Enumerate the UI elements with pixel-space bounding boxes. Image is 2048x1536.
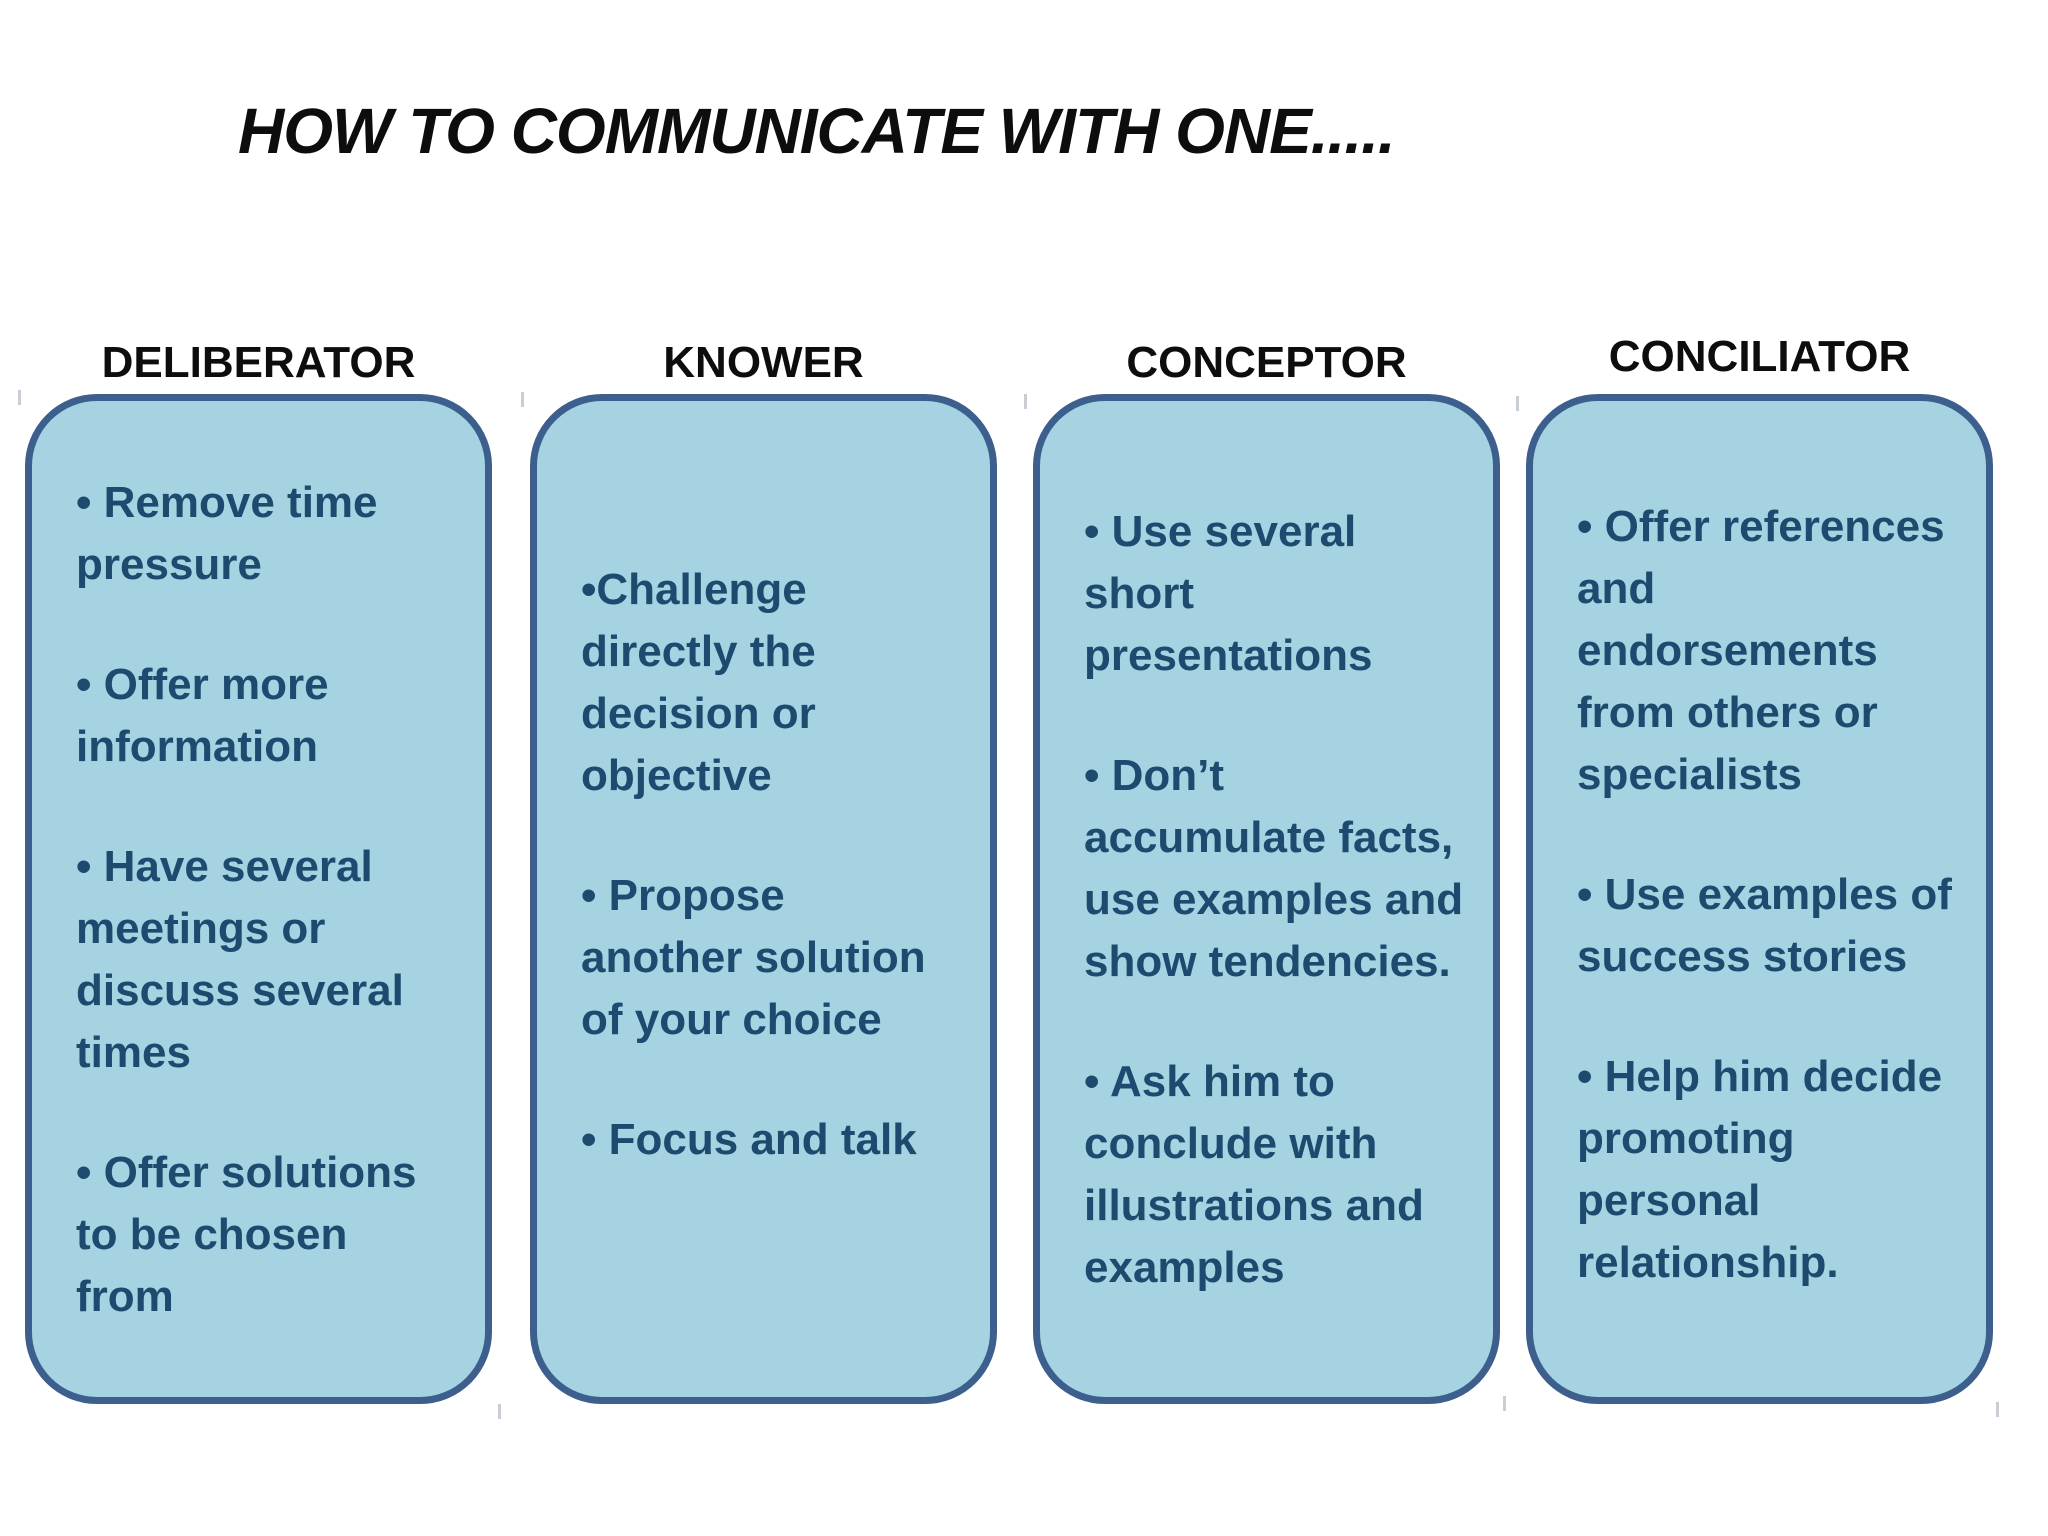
bullet-item: • Use several short presentations (1084, 507, 1373, 680)
tick-mark (1516, 396, 1519, 411)
column-box: • Offer references and endorsements from… (1526, 394, 1993, 1404)
column-box: •Challenge directly the decision or obje… (530, 394, 997, 1404)
tick-mark (1996, 1402, 1999, 1417)
tick-mark (1024, 394, 1027, 409)
columns-row: DELIBERATOR • Remove time pressure • Offe… (0, 332, 2048, 1436)
tick-mark (1503, 1396, 1506, 1411)
column: CONCILIATOR • Offer references and endor… (1526, 332, 1993, 1404)
bullet-item: • Don’t accumulate facts, use examples a… (1084, 751, 1464, 986)
column-header: KNOWER (663, 338, 864, 387)
column-box: • Remove time pressure • Offer more infor… (25, 394, 492, 1404)
bullet-item: • Offer references and endorsements from… (1577, 502, 1945, 799)
column-box-content: • Remove time pressure • Offer more infor… (32, 401, 485, 1328)
column-header: CONCEPTOR (1126, 338, 1407, 387)
column-box-content: •Challenge directly the decision or obje… (537, 401, 990, 1171)
column-box: • Use several short presentations • Don’t… (1033, 394, 1500, 1404)
bullet-item: • Help him decide promoting personal rel… (1577, 1052, 1943, 1287)
bullet-item: • Offer solutions to be chosen from (76, 1148, 417, 1321)
tick-mark (521, 392, 524, 407)
bullet-item: • Offer more information (76, 660, 329, 771)
bullet-item: • Remove time pressure (76, 478, 378, 589)
column-box-content: • Use several short presentations • Don’t… (1040, 401, 1493, 1299)
column-box-content: • Offer references and endorsements from… (1533, 401, 1986, 1294)
bullet-item: • Propose another solution of your choic… (581, 871, 926, 1044)
tick-mark (18, 390, 21, 405)
column: DELIBERATOR • Remove time pressure • Offe… (25, 336, 492, 1404)
bullet-item: • Use examples of success stories (1577, 870, 1952, 981)
column: CONCEPTOR • Use several short presentati… (1033, 336, 1500, 1404)
bullet-item: •Challenge directly the decision or obje… (581, 565, 816, 800)
bullet-item: • Have several meetings or discuss sever… (76, 842, 404, 1077)
column-header: CONCILIATOR (1608, 332, 1911, 381)
tick-mark (498, 1404, 501, 1419)
slide-title: HOW TO COMMUNICATE WITH ONE..... (238, 95, 1396, 167)
bullet-item: • Focus and talk (581, 1115, 917, 1164)
column-header: DELIBERATOR (101, 338, 416, 387)
column: KNOWER •Challenge directly the decision … (530, 336, 997, 1404)
bullet-item: • Ask him to conclude with illustrations… (1084, 1057, 1424, 1292)
